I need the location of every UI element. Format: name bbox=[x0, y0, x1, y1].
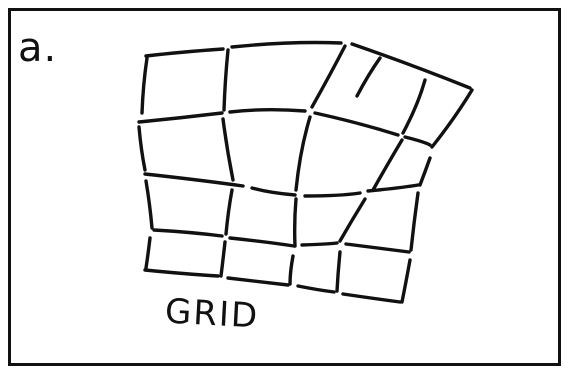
grid-caption: GRID bbox=[164, 295, 260, 334]
grid-line-diagonal bbox=[357, 58, 380, 96]
grid-line-v2 bbox=[290, 46, 345, 284]
grid-line-right bbox=[402, 90, 472, 302]
grid-line-left bbox=[139, 58, 152, 268]
grid-line-h1 bbox=[139, 110, 430, 145]
grid-line-v1 bbox=[221, 50, 233, 276]
grid-line-h3 bbox=[154, 230, 409, 252]
grid-line-top bbox=[146, 43, 470, 89]
